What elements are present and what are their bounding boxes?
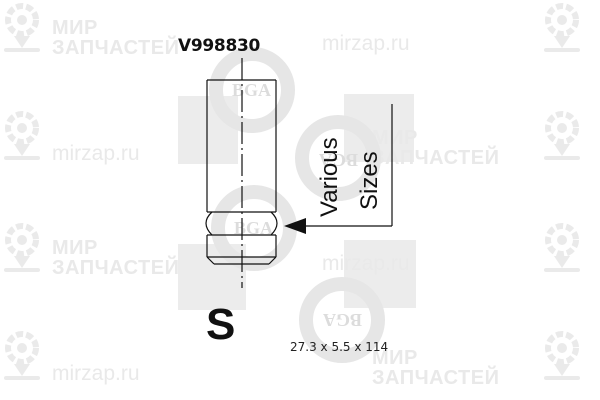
annotation-sizes: Sizes: [356, 151, 383, 210]
location-pin-icon: [544, 3, 580, 52]
svg-text:BGA: BGA: [319, 150, 358, 170]
watermark-site: mirzap.ru: [52, 362, 140, 385]
annotation-various: Various: [316, 137, 343, 217]
location-pin-icon: [4, 331, 40, 380]
location-pin-icon: [544, 111, 580, 160]
watermark-site: mirzap.ru: [322, 252, 410, 275]
location-pin-icon: [4, 223, 40, 272]
part-code: V998830: [178, 36, 261, 56]
svg-text:BGA: BGA: [323, 310, 362, 330]
location-pin-icon: [4, 3, 40, 52]
location-pin-icon: [544, 331, 580, 380]
watermark-site: mirzap.ru: [322, 32, 410, 55]
arrow-icon: [284, 218, 306, 234]
location-pin-icon: [544, 223, 580, 272]
location-pin-icon: [4, 111, 40, 160]
svg-text:BGA: BGA: [234, 218, 273, 238]
dimensions-label: 27.3 x 5.5 x 114: [290, 340, 389, 354]
watermark-block: [344, 240, 416, 308]
valve-type-letter: S: [206, 300, 236, 349]
watermark-site: mirzap.ru: [52, 142, 140, 165]
